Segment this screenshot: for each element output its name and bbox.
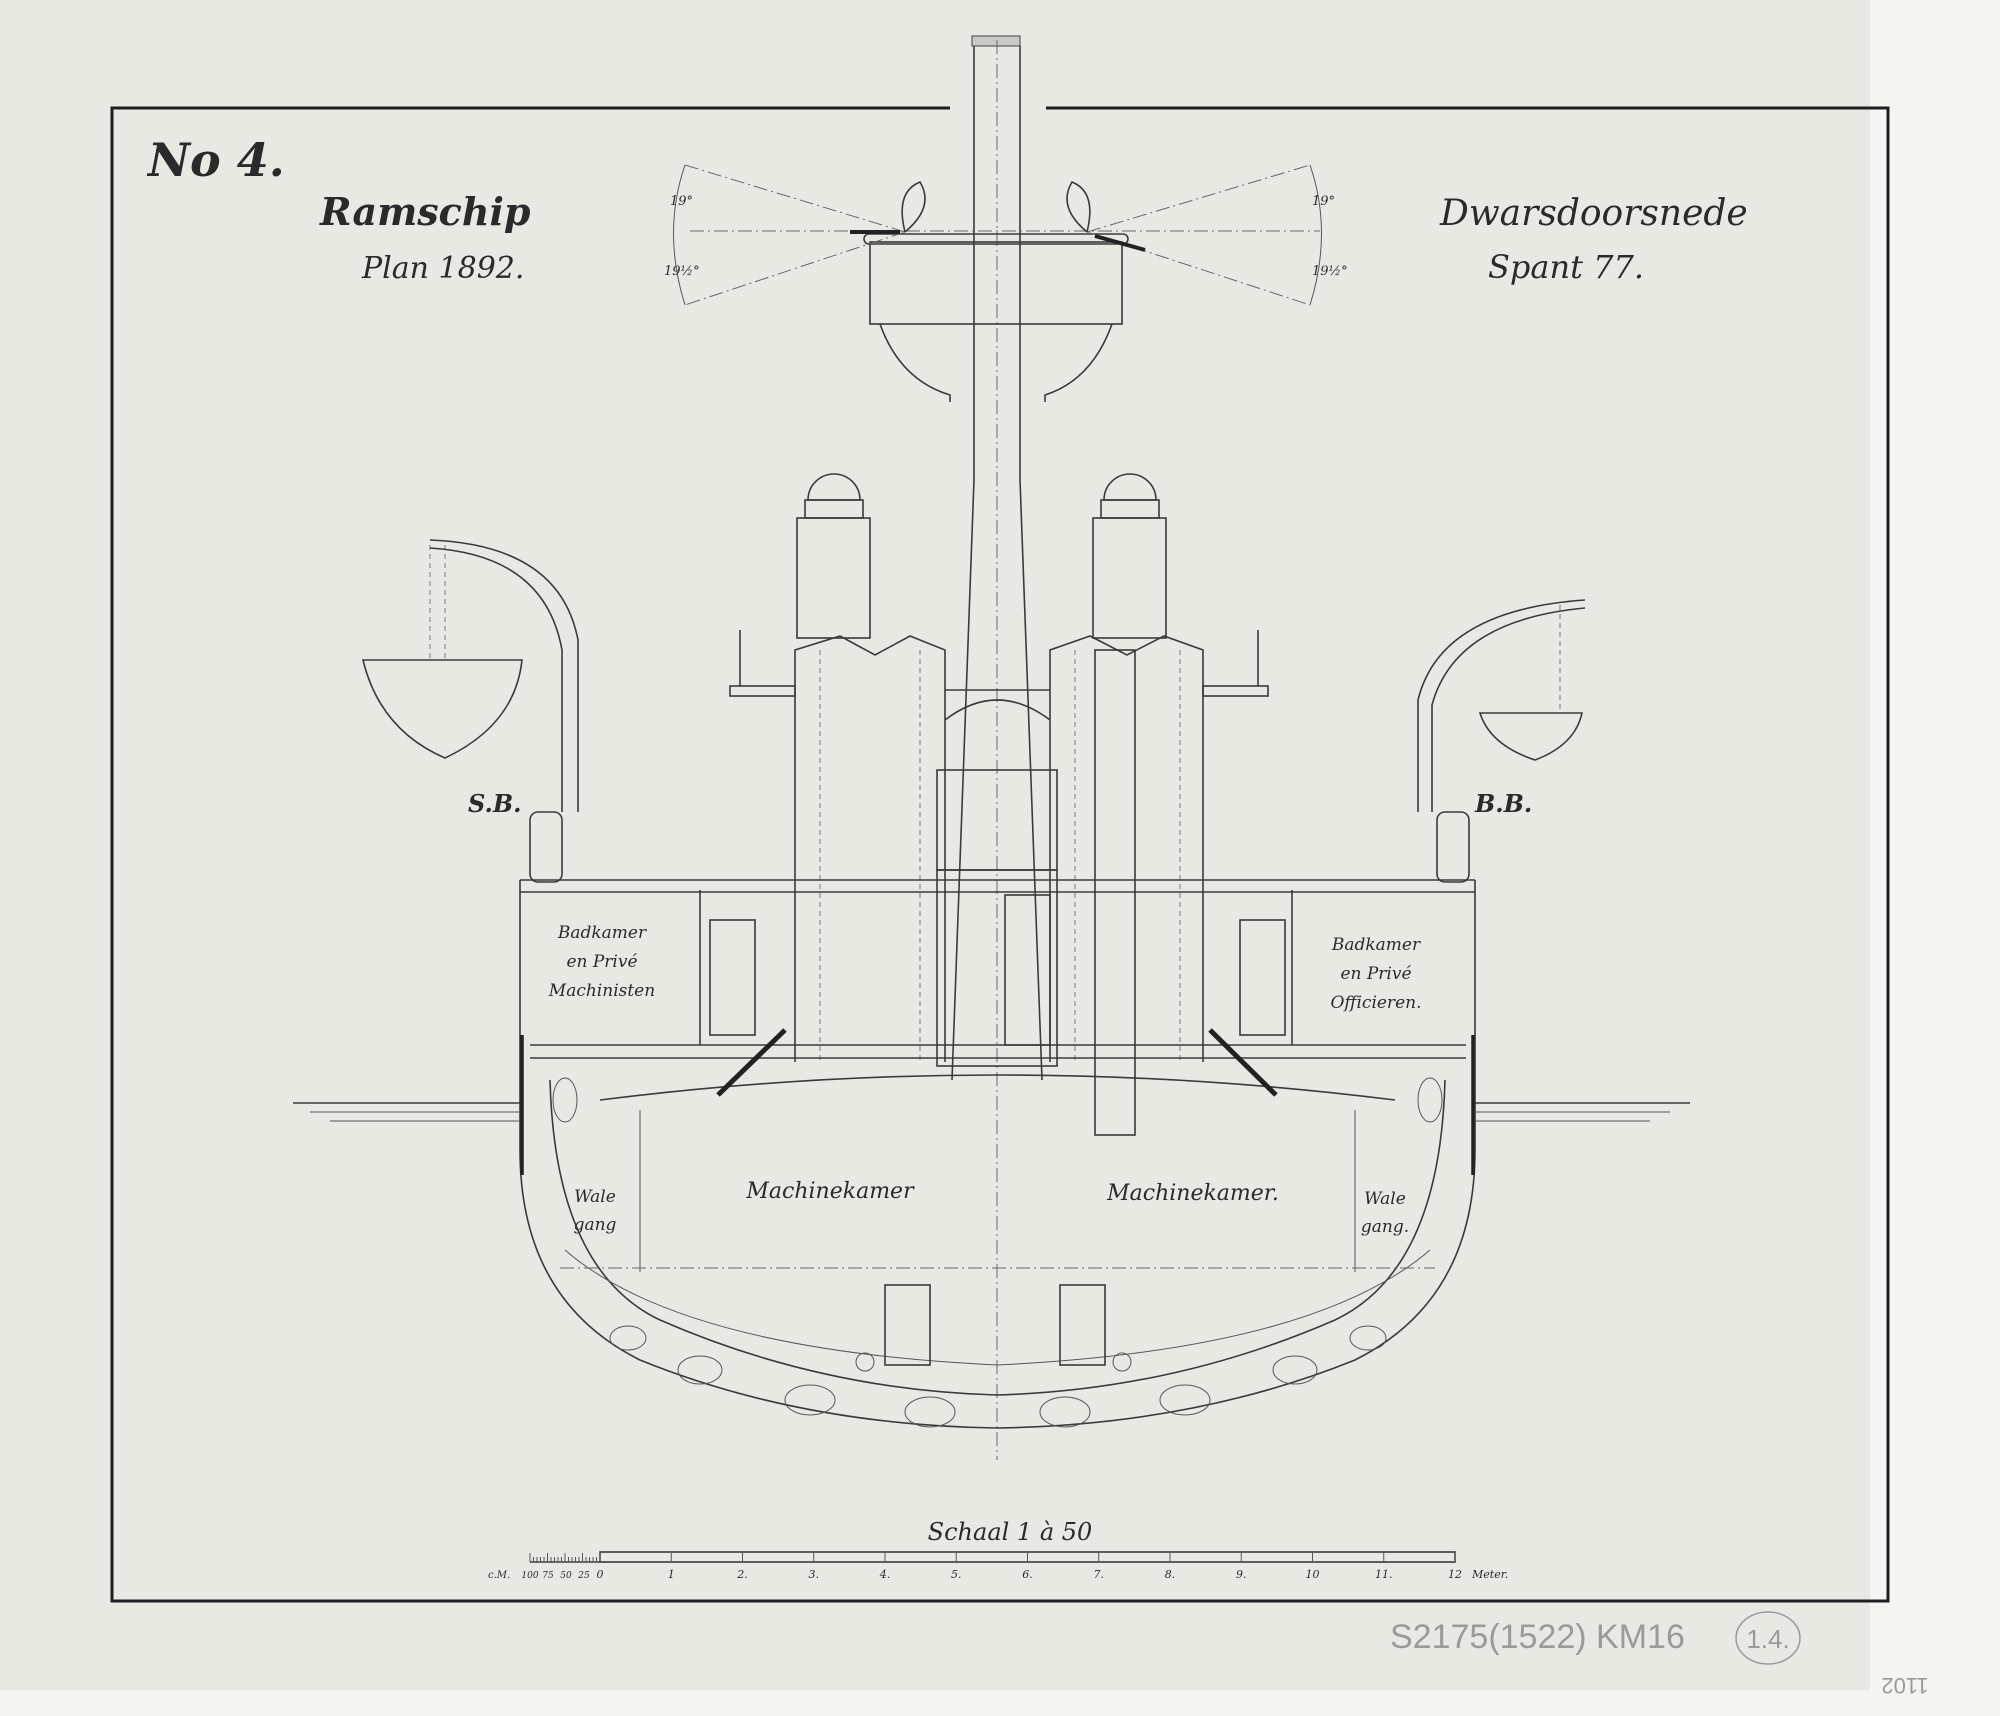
angle-label-upper-right: 19° bbox=[1312, 194, 1335, 209]
scale-label: 3. bbox=[809, 1568, 820, 1581]
paper-background bbox=[0, 0, 1870, 1690]
room-text: en Privé bbox=[1340, 964, 1411, 984]
room-text: Wale bbox=[574, 1187, 616, 1207]
scale-label: 7. bbox=[1094, 1568, 1105, 1581]
room-text: gang bbox=[574, 1215, 617, 1235]
scale-label: 11. bbox=[1375, 1568, 1393, 1581]
circled-annotation-ring bbox=[1735, 1611, 1801, 1665]
title-section: Dwarsdoorsnede bbox=[1439, 193, 1748, 234]
scale-label: 4. bbox=[879, 1568, 891, 1581]
room-text: Badkamer bbox=[1331, 935, 1421, 955]
scale-bar: 0 1 2. 3. 4. 5. 6. 7. 8. 9. 10 11. 12 100 75 50 25 bbox=[521, 1551, 1462, 1581]
scale-sublabel: 100 bbox=[521, 1571, 538, 1581]
scale-unit-right: Meter. bbox=[1471, 1568, 1508, 1581]
scale-label: 6. bbox=[1022, 1568, 1033, 1581]
room-label-gangway-left: Wale gang bbox=[574, 1187, 617, 1235]
catalog-annotation: S2175(1522) KM16 bbox=[1390, 1618, 1685, 1656]
room-label-engine-left: Machinekamer bbox=[745, 1179, 915, 1204]
title-frame: Spant 77. bbox=[1488, 248, 1644, 286]
room-text: Machinisten bbox=[548, 981, 655, 1001]
angle-label-lower-left: 19½° bbox=[664, 264, 700, 279]
scale-label: 10 bbox=[1306, 1568, 1320, 1581]
room-text: Badkamer bbox=[557, 923, 647, 943]
scale-label: 0 bbox=[597, 1568, 604, 1581]
room-text: Officieren. bbox=[1331, 993, 1422, 1013]
room-text: gang. bbox=[1361, 1217, 1409, 1237]
scale-unit-left: c.M. bbox=[488, 1570, 510, 1581]
waterline bbox=[293, 1102, 1690, 1122]
circled-annotation: 1.4. bbox=[1746, 1624, 1789, 1654]
scale-title: Schaal 1 à 50 bbox=[928, 1518, 1093, 1546]
angle-label-lower-right: 19½° bbox=[1312, 264, 1348, 279]
drawing-number: No 4. bbox=[146, 133, 285, 187]
room-label-engine-right: Machinekamer. bbox=[1106, 1181, 1279, 1206]
corner-annotation: 1102 bbox=[1881, 1673, 1928, 1698]
scale-label: 2. bbox=[736, 1568, 748, 1581]
scale-label: 9. bbox=[1236, 1568, 1247, 1581]
scale-sublabel: 75 bbox=[542, 1571, 554, 1581]
scale-label: 8. bbox=[1165, 1568, 1176, 1581]
hull bbox=[519, 811, 1476, 1429]
fighting-top: 19° 19½° 19° 19½° bbox=[664, 164, 1348, 402]
room-text: en Privé bbox=[566, 952, 637, 972]
label-port: B.B. bbox=[1474, 789, 1532, 818]
lifeboat-left bbox=[361, 539, 579, 812]
room-label-left-cabin: Badkamer en Privé Machinisten bbox=[548, 923, 655, 1001]
scale-label: 5. bbox=[951, 1568, 962, 1581]
title-ship: Ramschip bbox=[319, 189, 531, 234]
room-text: Wale bbox=[1364, 1189, 1406, 1209]
scale-label: 1 bbox=[668, 1568, 675, 1581]
mast bbox=[951, 35, 1043, 1460]
scale-sublabel: 50 bbox=[560, 1571, 572, 1581]
title-plan: Plan 1892. bbox=[361, 251, 524, 286]
lifeboat-right bbox=[1417, 599, 1586, 812]
label-starboard: S.B. bbox=[468, 789, 521, 818]
angle-label-upper-left: 19° bbox=[670, 194, 693, 209]
room-label-gangway-right: Wale gang. bbox=[1361, 1189, 1409, 1237]
scale-sublabel: 25 bbox=[577, 1571, 590, 1581]
drawing-frame bbox=[110, 106, 1890, 1603]
scale-label: 12 bbox=[1448, 1568, 1462, 1581]
ventilator-right bbox=[1092, 473, 1167, 639]
room-label-right-cabin: Badkamer en Privé Officieren. bbox=[1331, 935, 1422, 1013]
